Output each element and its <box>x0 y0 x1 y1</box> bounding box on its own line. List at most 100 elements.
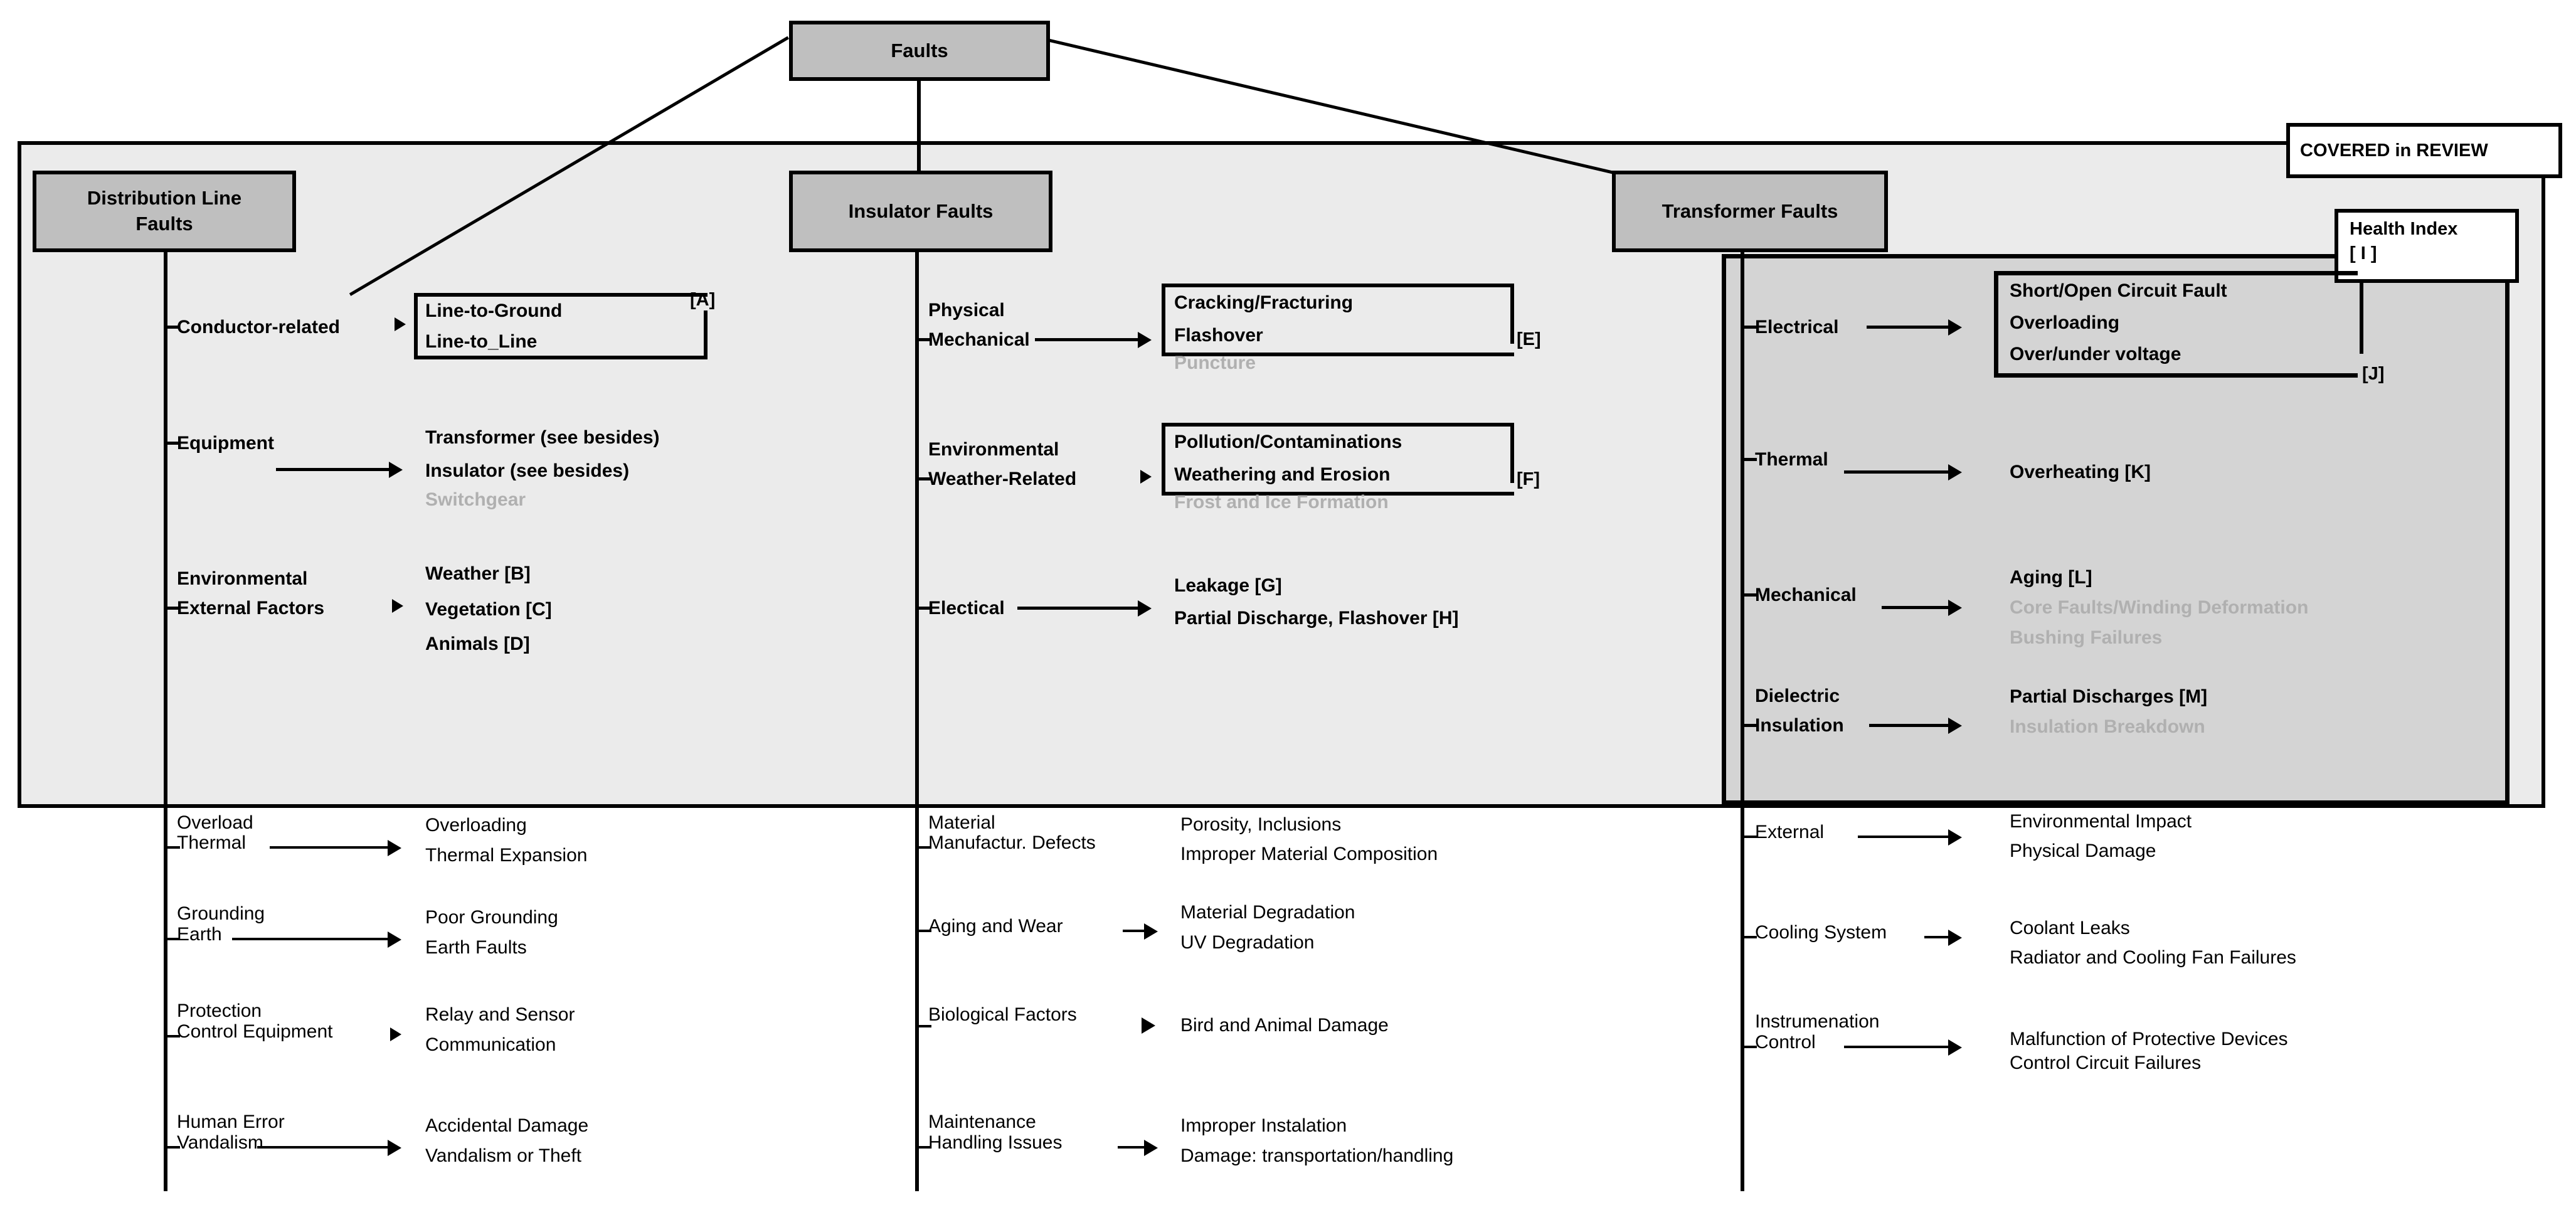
insulator-uncovered-2-arrow-icon <box>1142 1017 1155 1034</box>
distribution-equipment-arrow-icon <box>389 462 403 478</box>
distribution-category-environmental-line1: Environmental <box>177 568 308 589</box>
transformer-category-thermal: Thermal <box>1755 449 1828 470</box>
transformer-uncovered-1-connector <box>1744 936 1757 938</box>
transformer-uncovered-2-arrow-icon <box>1948 1039 1962 1056</box>
transformer-uncovered-1-arrow-line <box>1924 936 1952 938</box>
transformer-electrical-arrow-line <box>1867 326 1951 329</box>
distribution-uncovered-3-arrow-icon <box>388 1140 401 1156</box>
insulator-uncovered-1-arrow-line <box>1123 930 1147 932</box>
transformer-uncovered-1-item-0: Coolant Leaks <box>2010 918 2130 938</box>
insulator-uncovered-1-item-0: Material Degradation <box>1180 902 1355 923</box>
insulator-physical-item-1: Flashover <box>1174 325 1263 346</box>
transformer-thermal-arrow-icon <box>1948 464 1962 480</box>
distribution-conductor-arrow-icon <box>395 317 406 331</box>
distribution-uncovered-cat-0-line1: Overload <box>177 812 253 833</box>
covered-in-review-label: COVERED in REVIEW <box>2300 140 2488 161</box>
transformer-electrical-item-2: Over/under voltage <box>2010 344 2181 364</box>
distribution-conductor-item-1: Line-to_Line <box>425 331 538 352</box>
distribution-environmental-arrow-icon <box>392 599 403 613</box>
root-node-faults[interactable]: Faults <box>789 21 1050 81</box>
transformer-uncovered-cat-2-line2: Control <box>1755 1032 1816 1053</box>
insulator-uncovered-1-connector <box>919 930 931 932</box>
distribution-uncovered-1-arrow-icon <box>388 931 401 948</box>
distribution-uncovered-3-arrow-line <box>257 1146 389 1149</box>
distribution-conductor-tag-a: [A] <box>690 290 716 310</box>
insulator-category-physical-line1: Physical <box>928 300 1005 321</box>
distribution-equipment-item-0: Transformer (see besides) <box>425 427 660 448</box>
insulator-uncovered-3-connector <box>919 1146 931 1149</box>
health-index-tag: [ I ] <box>2350 243 2377 263</box>
insulator-uncovered-cat-1-line2: Aging and Wear <box>928 916 1063 937</box>
insulator-category-environmental-line2: Weather-Related <box>928 469 1077 489</box>
transformer-uncovered-cat-1-line2: Cooling System <box>1755 922 1887 943</box>
transformer-thermal-arrow-line <box>1844 470 1951 474</box>
distribution-uncovered-2-item-1: Communication <box>425 1034 556 1055</box>
distribution-uncovered-cat-0-line2: Thermal <box>177 832 246 853</box>
transformer-electrical-item-1: Overloading <box>2010 312 2120 333</box>
distribution-equipment-item-2: Switchgear <box>425 489 526 510</box>
distribution-category-equipment: Equipment <box>177 433 274 454</box>
insulator-uncovered-2-item-0: Bird and Animal Damage <box>1180 1015 1389 1036</box>
root-node-label: Faults <box>891 39 948 61</box>
distribution-uncovered-cat-1-line1: Grounding <box>177 903 265 924</box>
insulator-environmental-item-1: Weathering and Erosion <box>1174 464 1391 485</box>
distribution-spine-line <box>164 252 167 1191</box>
covered-in-review-callout[interactable]: COVERED in REVIEW <box>2286 123 2562 178</box>
insulator-physical-connector <box>919 338 931 341</box>
column-node-transformer[interactable]: Transformer Faults <box>1612 171 1888 252</box>
transformer-dielectric-item-0: Partial Discharges [M] <box>2010 686 2208 707</box>
insulator-category-physical-line2: Mechanical <box>928 329 1030 350</box>
transformer-dielectric-arrow-icon <box>1948 718 1962 734</box>
distribution-uncovered-cat-2-line1: Protection <box>177 1000 262 1021</box>
insulator-uncovered-1-item-1: UV Degradation <box>1180 932 1315 953</box>
transformer-uncovered-2-arrow-line <box>1844 1046 1952 1048</box>
column-node-distribution-line-label-1: Distribution Line <box>87 187 242 210</box>
transformer-mechanical-arrow-line <box>1882 606 1951 609</box>
insulator-uncovered-cat-3-line1: Maintenance <box>928 1112 1036 1132</box>
transformer-mechanical-arrow-icon <box>1948 600 1962 616</box>
distribution-uncovered-1-arrow-line <box>232 938 389 940</box>
transformer-uncovered-2-item-1: Control Circuit Failures <box>2010 1053 2202 1073</box>
insulator-uncovered-0-item-1: Improper Material Composition <box>1180 844 1438 864</box>
insulator-category-environmental-line1: Environmental <box>928 439 1059 460</box>
insulator-environmental-bracket-tail <box>1510 423 1514 483</box>
insulator-physical-item-0: Cracking/Fracturing <box>1174 292 1354 313</box>
insulator-spine-line <box>915 252 919 1191</box>
column-node-transformer-label: Transformer Faults <box>1662 199 1838 222</box>
transformer-mechanical-item-2: Bushing Failures <box>2010 627 2163 648</box>
distribution-category-environmental-line2: External Factors <box>177 598 325 618</box>
insulator-environmental-box <box>1162 423 1514 496</box>
insulator-uncovered-3-arrow-icon <box>1144 1140 1158 1156</box>
transformer-category-dielectric-line1: Dielectric <box>1755 686 1840 706</box>
transformer-category-electrical: Electrical <box>1755 317 1839 337</box>
insulator-physical-arrow-line <box>1035 338 1140 341</box>
insulator-uncovered-cat-0-line2: Manufactur. Defects <box>928 832 1096 853</box>
distribution-uncovered-1-item-1: Earth Faults <box>425 937 527 958</box>
transformer-uncovered-0-arrow-icon <box>1948 829 1962 846</box>
distribution-uncovered-1-item-0: Poor Grounding <box>425 907 558 928</box>
distribution-equipment-arrow-line <box>276 468 390 471</box>
distribution-conductor-item-0: Line-to-Ground <box>425 300 563 321</box>
column-node-distribution-line[interactable]: Distribution Line Faults <box>33 171 296 252</box>
insulator-uncovered-2-connector <box>919 1025 931 1027</box>
distribution-equipment-connector <box>167 442 180 445</box>
distribution-conductor-connector <box>167 326 180 329</box>
transformer-dielectric-arrow-line <box>1869 724 1951 727</box>
distribution-conductor-bracket-tail <box>704 310 708 359</box>
transformer-uncovered-0-item-1: Physical Damage <box>2010 841 2156 861</box>
health-index-callout[interactable]: Health Index [ I ] <box>2335 209 2519 283</box>
transformer-uncovered-cat-0-line2: External <box>1755 822 1825 842</box>
insulator-uncovered-3-item-1: Damage: transportation/handling <box>1180 1145 1454 1166</box>
distribution-uncovered-2-arrow-icon <box>390 1027 401 1041</box>
distribution-environmental-connector <box>167 607 180 610</box>
transformer-thermal-connector <box>1744 458 1757 461</box>
transformer-electrical-box <box>1994 271 2358 378</box>
column-node-insulator[interactable]: Insulator Faults <box>789 171 1052 252</box>
distribution-uncovered-0-item-1: Thermal Expansion <box>425 845 588 866</box>
distribution-equipment-item-1: Insulator (see besides) <box>425 460 630 481</box>
insulator-physical-arrow-icon <box>1138 332 1152 348</box>
distribution-environmental-item-1: Vegetation [C] <box>425 599 552 620</box>
insulator-uncovered-3-arrow-line <box>1118 1146 1147 1149</box>
insulator-physical-bracket-tail <box>1510 284 1514 344</box>
transformer-covered-panel <box>1722 254 2510 805</box>
